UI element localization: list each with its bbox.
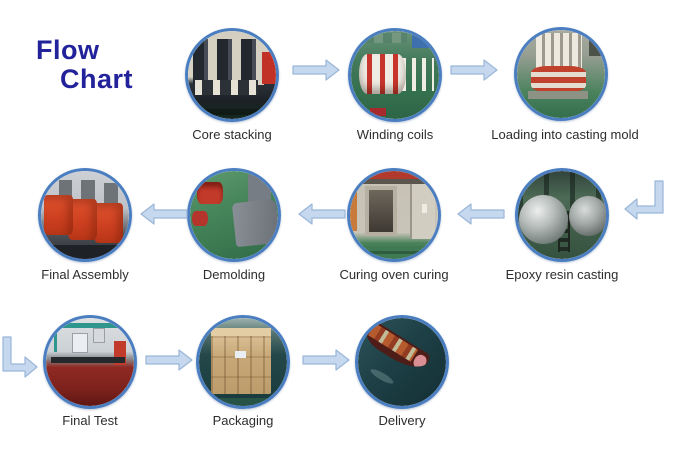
photo-detail — [536, 32, 583, 70]
photo-detail — [350, 171, 438, 179]
photo-detail — [43, 194, 73, 236]
photo-detail — [531, 66, 586, 93]
step-label-packaging: Packaging — [212, 413, 274, 428]
step-label-epoxy-resin-casting: Epoxy resin casting — [505, 267, 619, 282]
curing-oven-photo-art — [350, 171, 438, 259]
photo-detail — [188, 109, 276, 115]
photo-detail — [350, 178, 438, 185]
photo-detail — [191, 210, 209, 226]
step-label-core-stacking: Core stacking — [192, 127, 272, 142]
step-label-demolding: Demolding — [202, 267, 266, 282]
photo-detail — [81, 179, 95, 201]
arrow-right-icon — [302, 349, 350, 371]
photo-detail — [231, 198, 278, 248]
step-curing-oven-curing — [347, 168, 441, 262]
photo-detail — [518, 194, 569, 245]
photo-detail — [195, 80, 259, 96]
photo-detail — [197, 182, 224, 205]
step-label-final-test: Final Test — [62, 413, 118, 428]
photo-detail — [589, 37, 603, 57]
final-assembly-photo-art — [41, 171, 129, 259]
page-title: Flow Chart — [36, 36, 133, 94]
winding-coils-photo-art — [351, 31, 439, 119]
arrow-left-icon — [457, 203, 505, 225]
step-demolding — [187, 168, 281, 262]
photo-detail — [72, 332, 89, 354]
arrow-left-icon — [140, 203, 188, 225]
delivery-photo — [355, 315, 449, 409]
title-line2: Chart — [60, 64, 134, 94]
step-label-final-assembly: Final Assembly — [41, 267, 129, 282]
delivery-photo-art — [358, 318, 446, 406]
title-line1: Flow — [36, 35, 100, 65]
packaging-photo-art — [199, 318, 287, 406]
final-assembly-photo — [38, 168, 132, 262]
final-test-photo — [43, 315, 137, 409]
photo-detail — [46, 323, 134, 328]
photo-detail — [41, 244, 129, 259]
photo-detail — [350, 245, 438, 259]
curing-oven-photo — [347, 168, 441, 262]
photo-detail — [211, 335, 272, 394]
photo-detail — [68, 199, 98, 240]
photo-detail — [199, 398, 287, 406]
step-packaging — [196, 315, 290, 409]
photo-detail — [51, 356, 126, 363]
photo-detail — [350, 186, 358, 231]
step-core-stacking — [185, 28, 279, 122]
final-test-photo-art — [46, 318, 134, 406]
arrow-left-icon — [298, 203, 346, 225]
photo-detail — [361, 319, 432, 375]
arrow-elbow-down-right-icon — [2, 336, 38, 378]
step-label-winding-coils: Winding coils — [356, 127, 434, 142]
photo-detail — [402, 58, 434, 91]
photo-detail — [93, 202, 123, 244]
step-loading-casting-mold — [514, 27, 608, 121]
core-stacking-photo-art — [188, 31, 276, 119]
photo-detail — [211, 335, 272, 394]
photo-detail — [261, 52, 276, 84]
photo-detail — [211, 327, 272, 338]
photo-detail — [370, 107, 387, 117]
photo-detail — [356, 32, 408, 44]
step-label-delivery: Delivery — [378, 413, 426, 428]
arrow-elbow-down-left-icon — [624, 180, 664, 220]
photo-detail — [422, 204, 428, 214]
step-winding-coils — [348, 28, 442, 122]
photo-detail — [193, 38, 264, 85]
photo-detail — [358, 53, 406, 95]
step-label-loading-casting-mold: Loading into casting mold — [491, 127, 639, 142]
photo-detail — [92, 327, 105, 343]
arrow-right-icon — [145, 349, 193, 371]
photo-detail — [528, 90, 589, 99]
photo-detail — [364, 185, 397, 237]
loading-casting-mold-photo-art — [517, 30, 605, 118]
demolding-photo — [187, 168, 281, 262]
photo-detail — [368, 323, 418, 361]
step-delivery — [355, 315, 449, 409]
epoxy-resin-casting-photo-art — [518, 171, 606, 259]
demolding-photo-art — [190, 171, 278, 259]
arrow-right-icon — [450, 59, 498, 81]
step-label-curing-oven-curing: Curing oven curing — [339, 267, 449, 282]
photo-detail — [411, 34, 432, 48]
epoxy-resin-casting-photo — [515, 168, 609, 262]
photo-detail — [368, 366, 395, 386]
step-final-test — [43, 315, 137, 409]
photo-detail — [53, 325, 58, 353]
step-final-assembly — [38, 168, 132, 262]
winding-coils-photo — [348, 28, 442, 122]
photo-detail — [104, 183, 118, 205]
step-epoxy-resin-casting — [515, 168, 609, 262]
loading-casting-mold-photo — [514, 27, 608, 121]
packaging-photo — [196, 315, 290, 409]
photo-detail — [569, 195, 606, 237]
arrow-right-icon — [292, 59, 340, 81]
core-stacking-photo — [185, 28, 279, 122]
photo-detail — [235, 351, 246, 359]
